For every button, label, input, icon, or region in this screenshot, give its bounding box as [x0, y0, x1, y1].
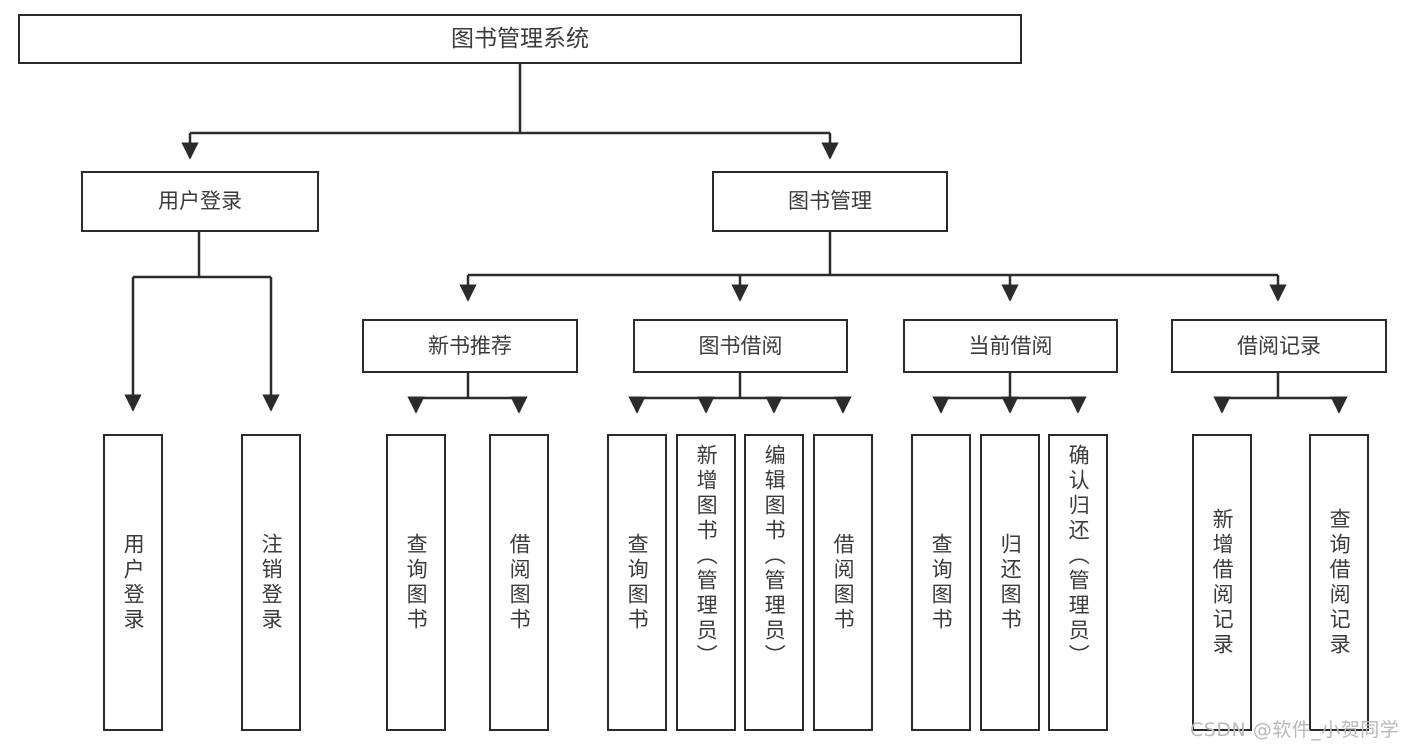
node-book-borrow[interactable]: 图书借阅	[633, 319, 848, 373]
node-label: 用户登录	[158, 189, 242, 214]
node-label: 查询借阅记录	[1327, 507, 1352, 658]
node-label: 确认归还（管理员）	[1066, 444, 1091, 669]
node-new-book-recommend[interactable]: 新书推荐	[362, 319, 578, 373]
node-user-login[interactable]: 用户登录	[81, 171, 319, 232]
node-label: 图书借阅	[698, 333, 783, 358]
node-label: 图书管理系统	[451, 25, 589, 52]
node-leaf-query-book-recommend[interactable]: 查询图书	[386, 434, 446, 731]
node-leaf-add-borrow-record[interactable]: 新增借阅记录	[1192, 434, 1252, 731]
node-label: 新增借阅记录	[1210, 507, 1235, 658]
node-borrow-record[interactable]: 借阅记录	[1171, 319, 1387, 373]
node-label: 新书推荐	[428, 333, 512, 358]
node-leaf-return-book[interactable]: 归还图书	[980, 434, 1040, 731]
node-leaf-query-borrow-record[interactable]: 查询借阅记录	[1309, 434, 1369, 731]
node-leaf-borrow-book-recommend[interactable]: 借阅图书	[489, 434, 549, 731]
node-leaf-edit-book-admin[interactable]: 编辑图书（管理员）	[744, 434, 804, 731]
node-label: 新增图书（管理员）	[694, 444, 719, 669]
node-label: 借阅图书	[507, 532, 532, 633]
node-leaf-logout[interactable]: 注销登录	[241, 434, 301, 731]
node-book-management-system[interactable]: 图书管理系统	[18, 14, 1022, 64]
node-label: 借阅图书	[831, 532, 856, 633]
node-label: 归还图书	[998, 532, 1023, 633]
node-label: 查询图书	[625, 532, 650, 633]
csdn-watermark: CSDN @软件_小贺同学	[1190, 719, 1400, 741]
node-leaf-borrow-book-borrow[interactable]: 借阅图书	[813, 434, 873, 731]
node-label: 当前借阅	[968, 333, 1053, 358]
node-label: 借阅记录	[1237, 333, 1321, 358]
node-label: 查询图书	[404, 532, 429, 633]
node-leaf-confirm-return-admin[interactable]: 确认归还（管理员）	[1048, 434, 1108, 731]
node-label: 查询图书	[929, 532, 954, 633]
node-label: 图书管理	[788, 189, 872, 214]
node-leaf-user-login[interactable]: 用户登录	[103, 434, 163, 731]
node-label: 注销登录	[259, 532, 284, 633]
node-leaf-query-book-current[interactable]: 查询图书	[911, 434, 971, 731]
node-current-borrow[interactable]: 当前借阅	[903, 319, 1118, 373]
node-leaf-add-book-admin[interactable]: 新增图书（管理员）	[676, 434, 736, 731]
node-label: 用户登录	[121, 532, 146, 633]
node-book-manage[interactable]: 图书管理	[712, 171, 948, 232]
node-label: 编辑图书（管理员）	[762, 444, 787, 669]
node-leaf-query-book-borrow[interactable]: 查询图书	[607, 434, 667, 731]
